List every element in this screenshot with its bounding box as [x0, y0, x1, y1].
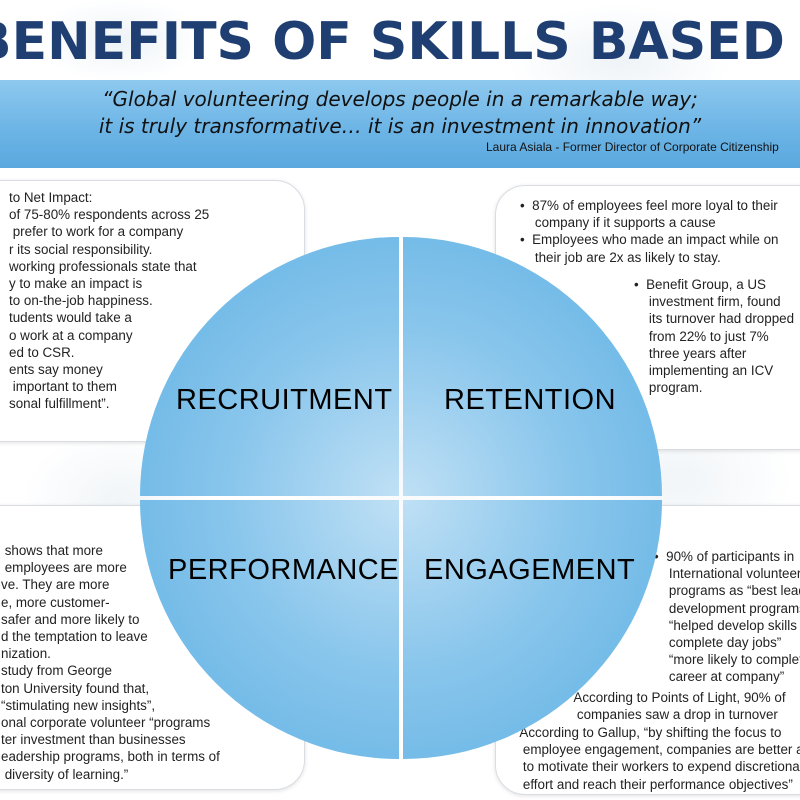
retention-text: • 87% of employees feel more loyal to th…	[520, 198, 779, 265]
engagement-text: • 90% of participants in International v…	[654, 549, 800, 685]
quote-banner	[0, 80, 800, 168]
performance-label: PERFORMANCE	[168, 554, 400, 586]
retention-label: RETENTION	[444, 384, 617, 416]
recruitment-label: RECRUITMENT	[176, 384, 393, 416]
quote-attribution: Laura Asiala - Former Director of Corpor…	[486, 140, 779, 154]
retention-box: • 87% of employees feel more loyal to th…	[495, 185, 800, 450]
page-title: BENEFITS OF SKILLS BASED VOLUNTEERING	[0, 12, 800, 72]
retention-quadrant	[403, 237, 662, 496]
retention-subtext: • Benefit Group, a US investment firm, f…	[634, 277, 795, 396]
recruitment-text: to Net Impact: of 75-80% respondents acr…	[9, 190, 210, 412]
performance-text: shows that more employees are more ve. T…	[1, 543, 220, 782]
quote-text: “Global volunteering develops people in …	[0, 86, 800, 140]
performance-quadrant	[140, 500, 399, 759]
engagement-label: ENGAGEMENT	[424, 554, 636, 586]
recruitment-quadrant	[140, 237, 399, 496]
engagement-gallup: • According to Gallup, “by shifting the …	[508, 725, 800, 792]
quadrant-circle	[140, 237, 662, 759]
quote-line-1: “Global volunteering develops people in …	[102, 87, 698, 111]
engagement-points-of-light: • According to Points of Light, 90% of c…	[562, 690, 786, 723]
quote-line-2: it is truly transformative… it is an inv…	[98, 114, 702, 138]
engagement-quadrant	[403, 500, 662, 759]
